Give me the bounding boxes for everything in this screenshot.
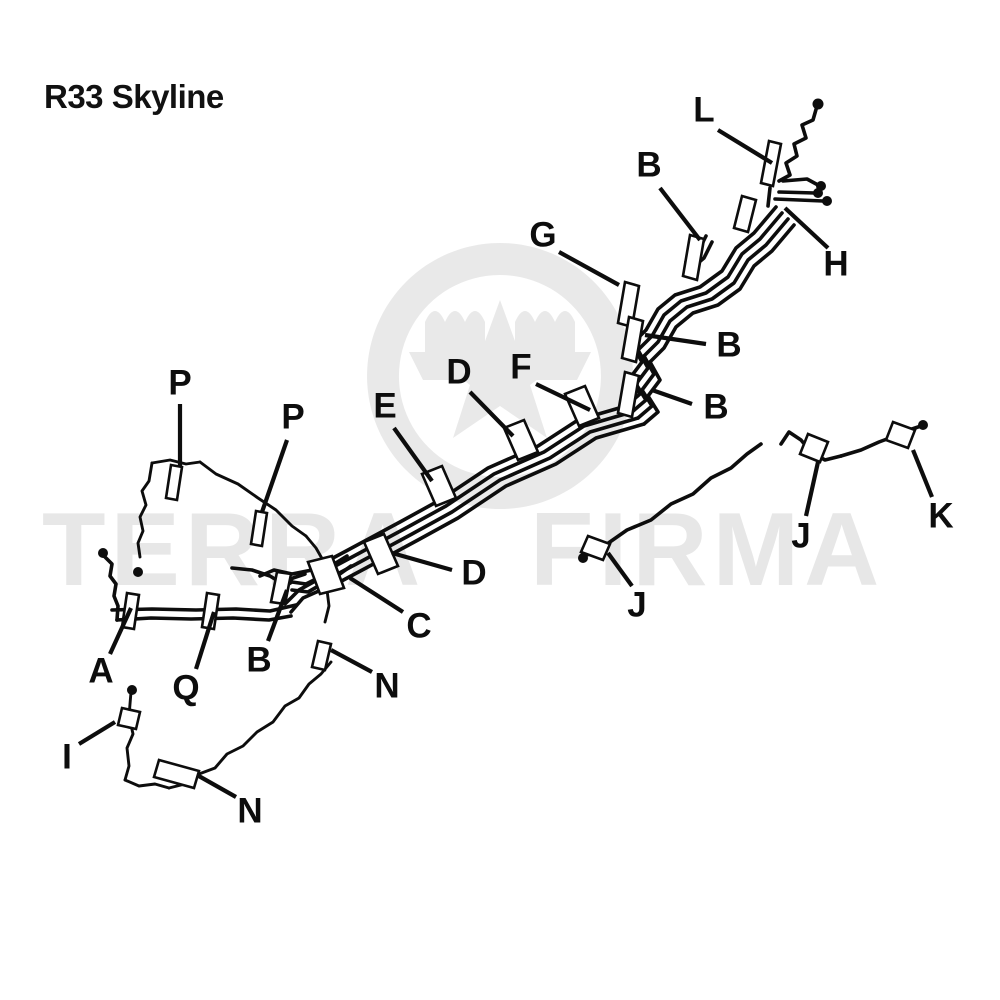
leader-line-D1 <box>468 390 515 438</box>
line-end-fitting <box>127 685 137 695</box>
leader-line-Q <box>193 611 217 670</box>
callout-label-L: L <box>693 90 714 129</box>
callout-label-D1: D <box>446 352 471 391</box>
leader-line-N2 <box>195 773 238 799</box>
clamp-D2 <box>362 532 400 576</box>
callout-label-Q: Q <box>172 668 199 707</box>
clamp-C <box>306 554 346 596</box>
callout-label-G: G <box>529 215 556 254</box>
leader-line-I <box>77 720 117 746</box>
leader-line-B4 <box>266 589 289 642</box>
leader-line-G <box>557 250 621 287</box>
leader-line-B1 <box>658 186 702 242</box>
line-end-fitting <box>133 567 143 577</box>
line-end-fitting <box>578 553 588 563</box>
callout-label-P2: P <box>281 397 304 436</box>
page-title: R33 Skyline <box>44 78 224 115</box>
callout-label-B4: B <box>246 640 271 679</box>
callout-label-N2: N <box>237 791 262 830</box>
clamp-N2 <box>152 758 201 790</box>
line-end-fitting <box>918 420 928 430</box>
callout-label-B3: B <box>703 387 728 426</box>
clamp-B2 <box>620 315 645 364</box>
leader-line-A <box>108 607 133 655</box>
leader-line-D2 <box>391 550 453 573</box>
clamp-B1 <box>681 233 706 282</box>
line-end-fitting <box>812 98 824 110</box>
leader-line-L <box>716 128 774 165</box>
leader-line-C <box>348 576 405 614</box>
line-end-fitting <box>822 196 832 206</box>
callout-label-H: H <box>823 244 848 283</box>
clamp-J1 <box>579 534 612 562</box>
callout-label-D2: D <box>461 553 486 592</box>
leader-line-F <box>535 382 591 412</box>
callout-label-P1: P <box>168 363 191 402</box>
leader-line-layer <box>77 128 934 799</box>
clamp-Q <box>200 591 221 631</box>
watermark-emblem-icon <box>367 243 634 509</box>
leader-line-B3 <box>651 388 693 406</box>
callout-label-B2: B <box>716 325 741 364</box>
clamp-K <box>884 420 917 450</box>
clamp-I <box>116 706 142 731</box>
leader-line-P2 <box>260 439 289 513</box>
leader-line-K <box>911 449 934 498</box>
callout-label-F: F <box>510 347 531 386</box>
leader-line-J2 <box>803 461 821 517</box>
leader-line-J1 <box>606 551 634 588</box>
clamp-D1 <box>502 418 540 462</box>
leader-line-H <box>783 206 830 250</box>
clamp-layer <box>116 139 917 790</box>
line-end-fitting <box>813 188 823 198</box>
leader-line-B2 <box>644 332 707 347</box>
upper-right-terminus-group <box>766 98 832 208</box>
leader-line-E <box>392 426 434 483</box>
clamp-B3 <box>616 370 641 419</box>
callout-label-J2: J <box>791 516 810 555</box>
callout-label-C: C <box>406 606 431 645</box>
clamp-P1 <box>164 463 184 502</box>
callout-label-I: I <box>62 737 72 776</box>
clamp-H <box>732 194 758 234</box>
callout-label-E: E <box>373 386 396 425</box>
callout-label-K: K <box>928 496 953 535</box>
callout-label-A: A <box>88 651 113 690</box>
main-line-bundle-upper <box>630 205 796 364</box>
callout-label-J1: J <box>627 585 646 624</box>
callout-label-B1: B <box>636 145 661 184</box>
clamp-N1 <box>310 639 333 672</box>
line-end-fitting <box>98 548 108 558</box>
callout-label-N1: N <box>374 666 399 705</box>
leader-line-N1 <box>330 648 373 674</box>
clamp-J2 <box>798 432 830 464</box>
